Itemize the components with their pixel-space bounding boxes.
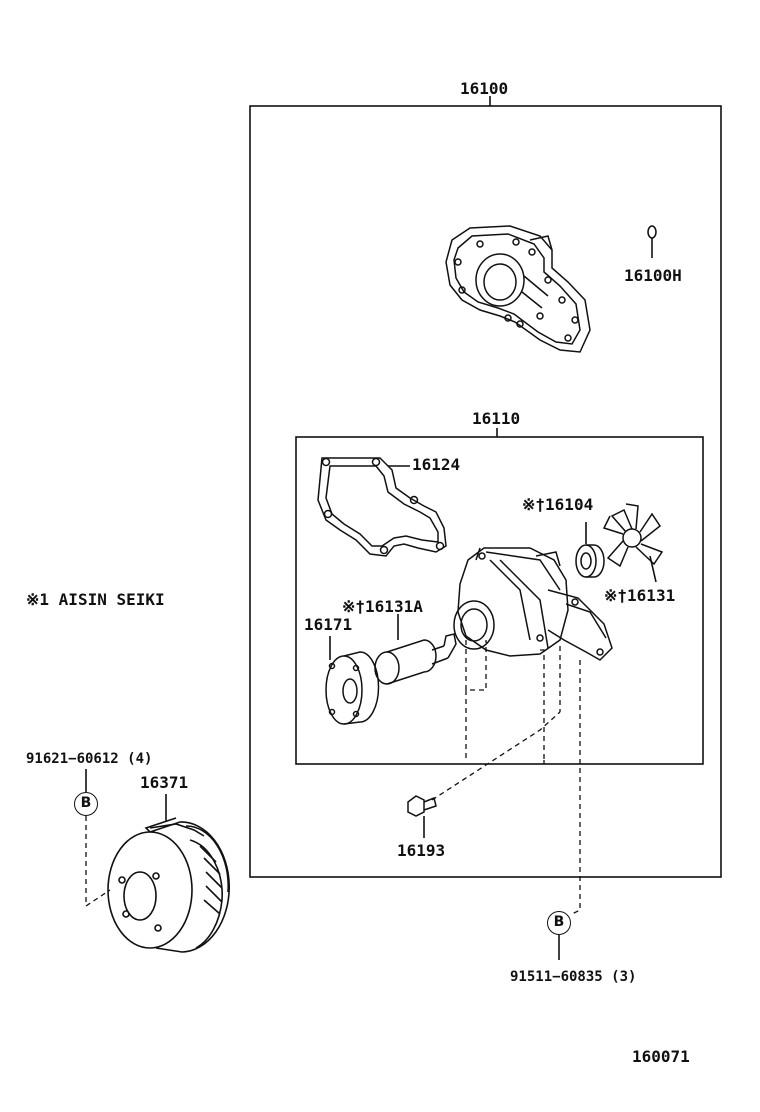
assembly-16100-frame: [249, 105, 722, 878]
pulley-bolt-number-label: 91621−60612 (4): [26, 751, 153, 767]
oring-number-label: 16100H: [624, 266, 682, 285]
pulley-number-label: 16371: [140, 773, 189, 792]
bolt-number-label: 16193: [397, 841, 446, 860]
manufacturer-note: ※1 AISIN SEIKI: [26, 590, 165, 609]
bearing-number-label: ※†16131A: [342, 597, 423, 616]
assembly-number-label: 16100: [460, 79, 509, 98]
subassembly-16110-frame: [295, 436, 704, 765]
oring-part: [647, 225, 657, 239]
callout-b-right: B: [547, 911, 571, 935]
seal-part: [575, 544, 605, 578]
figure-code-label: 160071: [632, 1047, 690, 1066]
bolt-16193-part: [407, 795, 437, 817]
gasket-part: [317, 457, 447, 557]
seal-number-label: ※†16104: [522, 495, 594, 514]
pulley-part: [107, 817, 231, 953]
gasket-number-label: 16124: [412, 455, 461, 474]
bearing-part: [374, 633, 457, 685]
subassembly-number-label: 16110: [472, 409, 521, 428]
rear-plate-part: [445, 225, 591, 353]
flange-part: [325, 651, 380, 725]
impeller-part: [602, 503, 664, 568]
flange-number-label: 16171: [304, 615, 353, 634]
pump-body-part: [453, 547, 613, 661]
callout-b-left: B: [74, 792, 98, 816]
impeller-number-label: ※†16131: [604, 586, 676, 605]
pump-bolt-number-label: 91511−60835 (3): [510, 969, 637, 985]
